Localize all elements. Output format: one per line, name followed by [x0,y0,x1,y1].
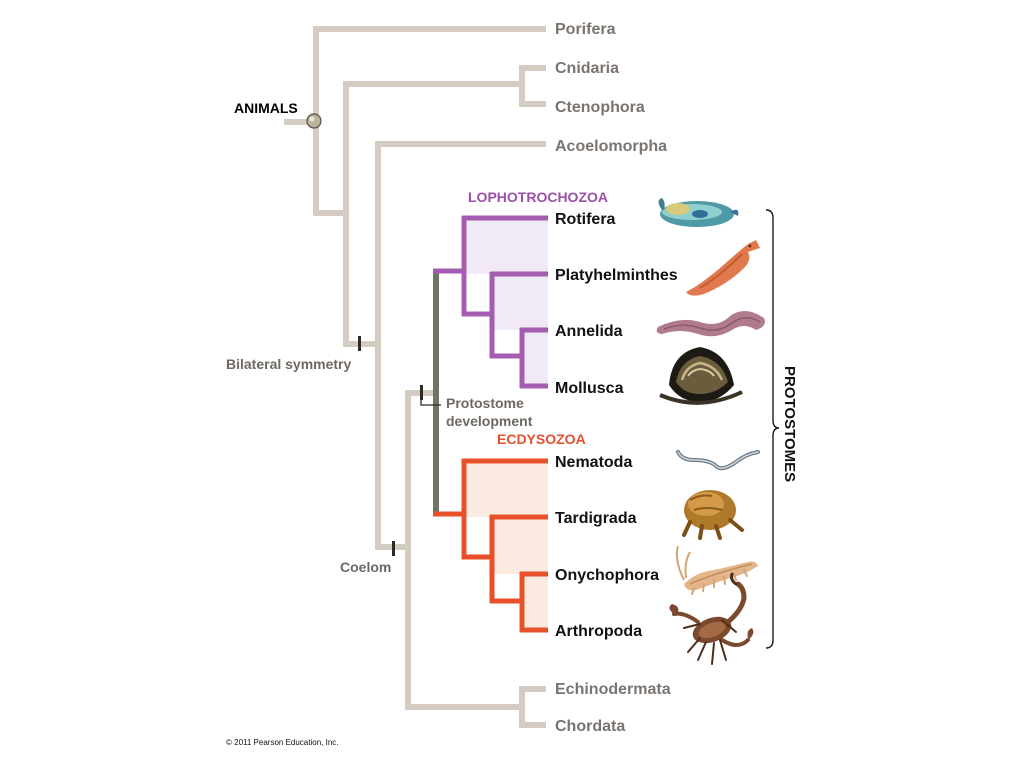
taxon-cnidaria: Cnidaria [555,60,619,77]
taxon-ctenophora: Ctenophora [555,99,645,116]
protostome-development-label-1: Protostome [446,395,524,411]
taxon-porifera: Porifera [555,21,616,38]
taxon-tardigrada: Tardigrada [555,510,637,527]
copyright-text: © 2011 Pearson Education, Inc. [226,738,338,747]
tardigrade-icon [682,490,744,540]
lophotrochozoa-shading [464,218,548,386]
ecdysozoa-label: ECDYSOZOA [497,431,586,447]
bilateral-symmetry-tick [358,336,361,351]
lophotrochozoa-branches [433,215,548,389]
root-node [306,113,322,129]
taxon-mollusca: Mollusca [555,380,624,397]
ecdysozoa-shading [464,461,548,630]
basal-branches [284,26,546,728]
taxon-platyhelminthes: Platyhelminthes [555,267,678,284]
scorpion-icon [669,572,754,665]
flatworm-icon [686,240,760,296]
clam-icon [659,347,743,405]
protostomes-label: PROTOSTOMES [781,366,798,482]
taxon-echinodermata: Echinodermata [555,681,671,698]
nematode-icon [676,450,760,471]
lophotrochozoa-label: LOPHOTROCHOZOA [468,189,608,205]
velvet-worm-icon [675,545,758,595]
taxon-nematoda: Nematoda [555,454,632,471]
taxon-chordata: Chordata [555,718,625,735]
protostomes-brace [765,209,780,649]
ecdysozoa-branches [433,458,548,633]
earthworm-icon [656,310,765,337]
taxon-annelida: Annelida [555,323,623,340]
taxon-arthropoda: Arthropoda [555,623,642,640]
protostome-bracket [420,398,441,406]
coelom-label: Coelom [340,559,391,575]
taxon-rotifera: Rotifera [555,211,616,228]
coelom-tick [392,541,395,556]
taxon-onychophora: Onychophora [555,567,659,584]
bilateral-symmetry-label: Bilateral symmetry [226,356,352,372]
protostome-development-label-2: development [446,413,533,429]
rotifer-icon [658,198,739,227]
protostome-tick [420,385,423,400]
animals-label: ANIMALS [234,100,298,116]
root-node-highlight [309,116,315,122]
taxon-acoelomorpha: Acoelomorpha [555,138,667,155]
